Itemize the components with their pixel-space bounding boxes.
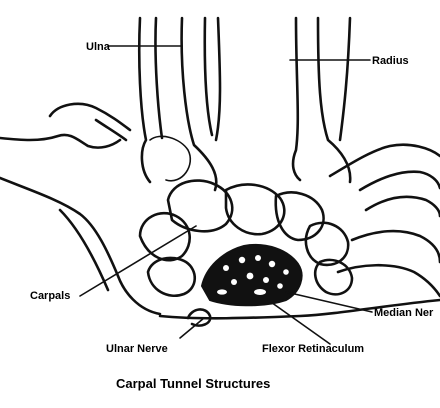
radius-label: Radius <box>372 55 409 67</box>
flexor-retinaculum-leader <box>268 300 330 344</box>
figure-caption: Carpal Tunnel Structures <box>116 376 270 391</box>
ulnar-nerve-leader <box>180 318 204 338</box>
ulnar-nerve-label: Ulnar Nerve <box>106 343 168 355</box>
median-nerve-label: Median Ner <box>374 307 434 319</box>
median-nerve-leader <box>286 292 372 312</box>
radius-bone <box>205 18 350 182</box>
flexor-retinaculum-label: Flexor Retinaculum <box>262 343 364 355</box>
ulna-label: Ulna <box>86 41 111 53</box>
carpals-label: Carpals <box>30 290 70 302</box>
carpal-tunnel-region <box>202 245 302 305</box>
